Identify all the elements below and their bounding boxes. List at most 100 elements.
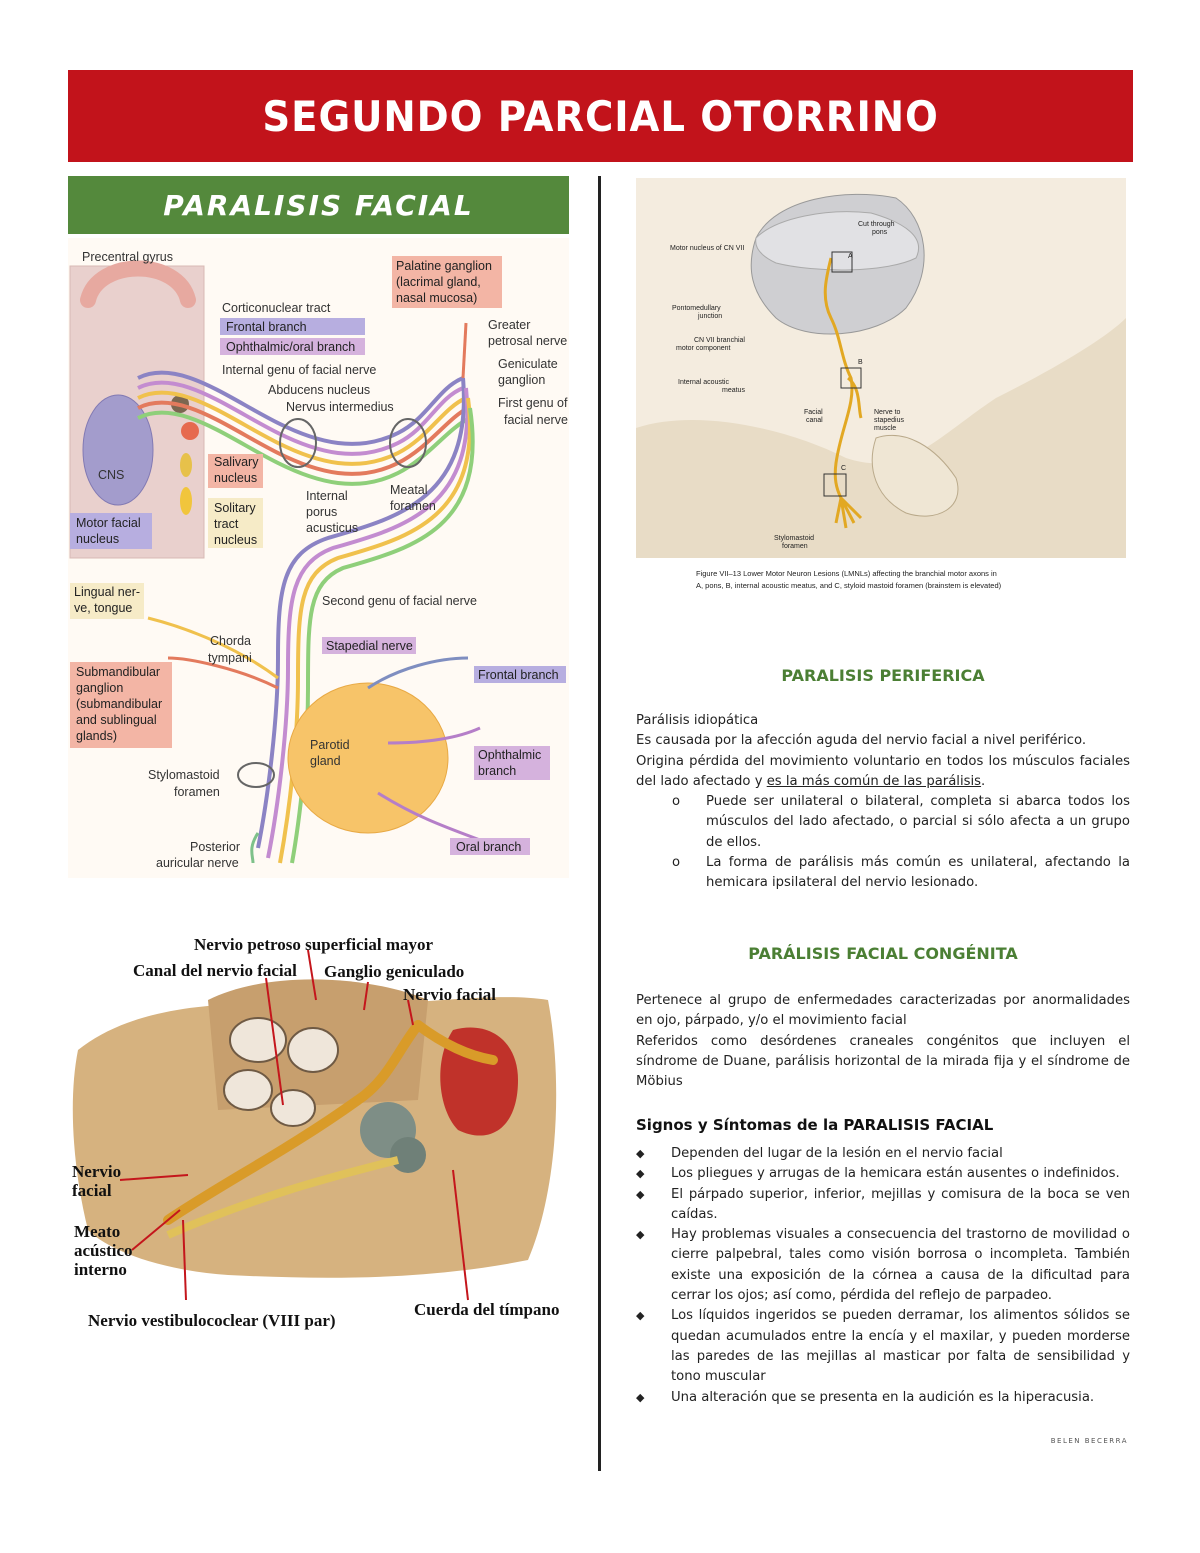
label-parotid-1: Parotid: [310, 738, 350, 752]
periferica-p3-underlined: es la más común de las parálisis: [766, 773, 982, 789]
list-item-text: Puede ser unilateral o bilateral, comple…: [706, 794, 1130, 850]
label-salivary-2: nucleus: [214, 471, 257, 485]
label-frontal-branch-bottom: Frontal branch: [478, 668, 559, 682]
caption-line-1: Figure VII–13 Lower Motor Neuron Lesions…: [696, 569, 997, 578]
label-nervio-facial-left-1: Nervio: [72, 1162, 121, 1181]
label-petroso: Nervio petroso superficial mayor: [194, 935, 434, 954]
label-solitary-2: tract: [214, 517, 239, 531]
label-motor-nucleus: Motor nucleus of CN VII: [670, 245, 744, 252]
label-cut-1: Cut through: [858, 221, 895, 228]
list-item-text: Dependen del lugar de la lesión en el ne…: [671, 1146, 1003, 1161]
label-stapedial-nerve: Stapedial nerve: [326, 639, 413, 653]
label-internal-porus-1: Internal: [306, 489, 348, 503]
label-lingual-2: ve, tongue: [74, 601, 132, 615]
label-posterior-auricular-1: Posterior: [190, 840, 240, 854]
label-lingual-1: Lingual ner-: [74, 585, 140, 599]
label-ophthalmic-1: Ophthalmic: [478, 748, 541, 762]
label-nerve-stapedius-3: muscle: [874, 425, 896, 432]
title-banner: SEGUNDO PARCIAL OTORRINO: [68, 70, 1133, 162]
label-oral-branch: Oral branch: [456, 840, 521, 854]
list-item-text: Los líquidos ingeridos se pueden derrama…: [671, 1308, 1130, 1385]
periferica-p3-text: Origina pérdida del movimiento voluntari…: [636, 753, 1130, 789]
marker-b: B: [858, 359, 863, 366]
label-canal: Canal del nervio facial: [133, 961, 297, 980]
periferica-p2: Es causada por la afección aguda del ner…: [636, 733, 1087, 749]
label-meatal-1: Meatal: [390, 483, 428, 497]
label-precentral-gyrus: Precentral gyrus: [82, 250, 173, 264]
label-nervus-intermedius: Nervus intermedius: [286, 400, 394, 414]
list-marker: o: [672, 855, 681, 871]
label-geniculate-2: ganglion: [498, 373, 545, 387]
signos-list: ◆ Dependen del lugar de la lesión en el n…: [636, 1144, 1130, 1408]
signos-title: Signos y Síntomas de la PARALISIS FACIAL: [636, 1116, 994, 1134]
congenita-p1: Pertenece al grupo de enfermedades carac…: [636, 993, 1130, 1029]
congenita-p2: Referidos como desórdenes craneales cong…: [636, 1033, 1130, 1090]
periferica-body: Parálisis idiopática Es causada por la a…: [636, 711, 1130, 894]
section-banner: PARALISIS FACIAL: [68, 176, 569, 234]
label-cn7-1: CN VII branchial: [694, 337, 745, 344]
label-palatine-1: Palatine ganglion: [396, 259, 492, 273]
periferica-p3-end: .: [981, 773, 986, 789]
label-parotid-2: gland: [310, 754, 341, 768]
label-nerve-stapedius-1: Nerve to: [874, 409, 901, 416]
marker-a: A: [848, 253, 853, 260]
label-stylomastoid-2: foramen: [782, 543, 808, 550]
periferica-p3: Origina pérdida del movimiento voluntari…: [636, 752, 1130, 793]
label-cut-2: pons: [872, 229, 888, 236]
periferica-list: o Puede ser unilateral o bilateral, compl…: [636, 792, 1130, 893]
signos-body: ◆ Dependen del lugar de la lesión en el n…: [636, 1144, 1130, 1408]
label-stylomastoid-2: foramen: [174, 785, 220, 799]
label-nerve-stapedius-2: stapedius: [874, 417, 904, 424]
temporal-bone-illustration: Nervio petroso superficial mayor Canal d…: [68, 930, 569, 1340]
label-ganglio: Ganglio geniculado: [324, 962, 464, 981]
label-posterior-auricular-2: auricular nerve: [156, 856, 239, 870]
label-ophthalmic-2: branch: [478, 764, 516, 778]
list-item: ◆El párpado superior, inferior, mejillas…: [636, 1185, 1130, 1226]
label-motor-facial-2: nucleus: [76, 532, 119, 546]
list-item-text: Los pliegues y arrugas de la hemicara es…: [671, 1166, 1120, 1182]
label-stylomastoid-1: Stylomastoid: [774, 535, 814, 542]
label-stylomastoid-1: Stylomastoid: [148, 768, 220, 782]
list-item: o La forma de parálisis más común es unil…: [636, 853, 1130, 894]
label-palatine-2: (lacrimal gland,: [396, 275, 481, 289]
label-second-genu: Second genu of facial nerve: [322, 594, 477, 608]
label-internal-acoustic-1: Internal acoustic: [678, 379, 729, 386]
label-first-genu-2: facial nerve: [504, 413, 568, 427]
list-item: ◆Una alteración que se presenta en la au…: [636, 1388, 1130, 1408]
column-divider: [598, 176, 601, 1471]
label-ophthalmic-oral-branch: Ophthalmic/oral branch: [226, 340, 355, 354]
label-cuerda: Cuerda del tímpano: [414, 1300, 559, 1319]
label-vestibulococlear: Nervio vestibulococlear (VIII par): [88, 1311, 336, 1330]
label-greater-petrosal-2: petrosal nerve: [488, 334, 567, 348]
label-geniculate-1: Geniculate: [498, 357, 558, 371]
label-cns: CNS: [98, 468, 124, 482]
label-submandibular-5: glands): [76, 729, 117, 743]
periferica-title: PARALISIS PERIFERICA: [781, 666, 985, 685]
list-item: ◆Los líquidos ingeridos se pueden derram…: [636, 1306, 1130, 1387]
label-pontomedullary-1: Pontomedullary: [672, 305, 721, 312]
label-internal-acoustic-2: meatus: [722, 387, 745, 394]
bullet-icon: ◆: [636, 1228, 645, 1242]
label-motor-facial-1: Motor facial: [76, 516, 141, 530]
label-solitary-3: nucleus: [214, 533, 257, 547]
list-item: ◆Los pliegues y arrugas de la hemicara e…: [636, 1164, 1130, 1184]
label-meato-1: Meato: [74, 1222, 120, 1241]
list-item-text: El párpado superior, inferior, mejillas …: [671, 1186, 1130, 1222]
label-first-genu-1: First genu of: [498, 396, 568, 410]
page-title: SEGUNDO PARCIAL OTORRINO: [262, 91, 939, 141]
label-facial-canal-1: Facial: [804, 409, 823, 416]
label-submandibular-2: ganglion: [76, 681, 123, 695]
list-item-text: La forma de parálisis más común es unila…: [706, 855, 1130, 891]
label-salivary-1: Salivary: [214, 455, 259, 469]
label-greater-petrosal-1: Greater: [488, 318, 530, 332]
label-palatine-3: nasal mucosa): [396, 291, 477, 305]
caption-line-2: A, pons, B, internal acoustic meatus, an…: [696, 581, 1002, 590]
label-meatal-2: foramen: [390, 499, 436, 513]
list-marker: o: [672, 794, 681, 810]
label-cn7-2: motor component: [676, 345, 731, 352]
label-meato-2: acústico: [74, 1241, 133, 1260]
section-title: PARALISIS FACIAL: [163, 188, 474, 222]
label-pontomedullary-2: junction: [697, 313, 722, 320]
list-item: o Puede ser unilateral o bilateral, compl…: [636, 792, 1130, 853]
label-submandibular-1: Submandibular: [76, 665, 160, 679]
